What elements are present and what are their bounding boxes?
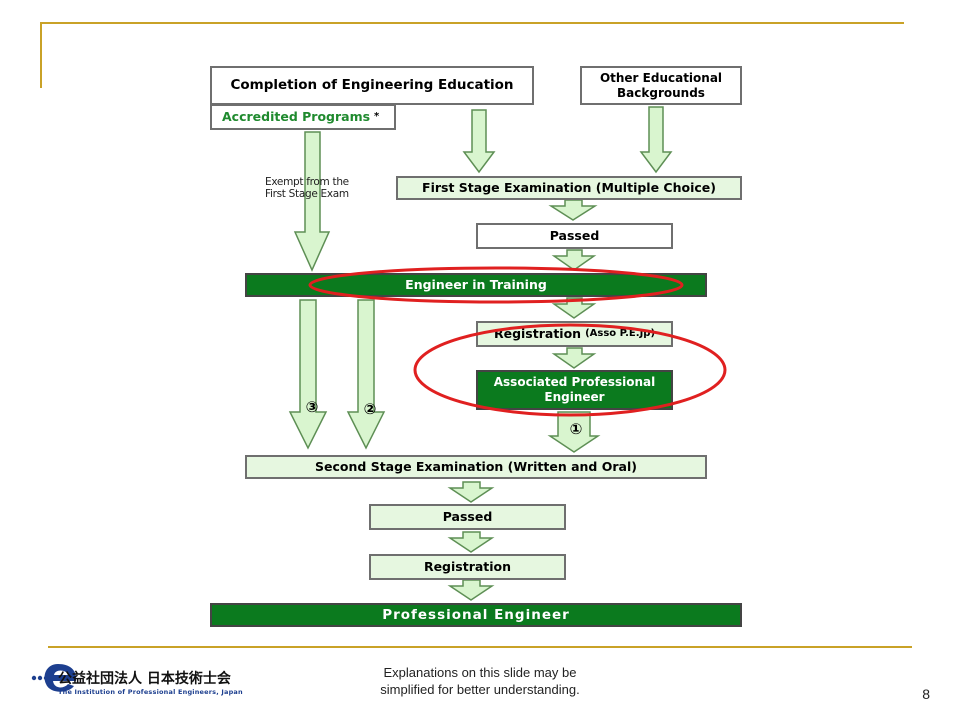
exempt-note: Exempt from the First Stage Exam (265, 176, 349, 200)
professional-engineer-box: Professional Engineer (210, 603, 742, 627)
first-stage-exam-label: First Stage Examination (Multiple Choice… (422, 180, 716, 196)
exempt-note-line1: Exempt from the (265, 176, 349, 188)
other-label-line1: Other Educational (599, 70, 723, 85)
other-backgrounds-box: Other Educational Backgrounds (580, 66, 742, 105)
arrow-completion-to-first-stage (462, 109, 496, 174)
footer-note-line1: Explanations on this slide may be (383, 665, 577, 680)
engineer-in-training-box: Engineer in Training (245, 273, 707, 297)
page-number: 8 (922, 686, 930, 702)
arrow-registration-to-pe (447, 579, 495, 601)
passed-box-2: Passed (369, 504, 566, 530)
ape-label-line1: Associated Professional (493, 375, 656, 389)
arrow-passed-to-eit (551, 249, 597, 271)
accredited-mark: * (374, 110, 380, 122)
frame-left-line (40, 22, 42, 88)
arrow-other-to-first-stage (639, 106, 673, 174)
arrow-first-stage-to-passed (548, 199, 598, 221)
accredited-label: Accredited Programs (222, 109, 371, 125)
passed-label-2: Passed (442, 509, 493, 525)
passed-label-1: Passed (549, 228, 600, 244)
registration-label-2: Registration (423, 559, 512, 575)
registration-asso-label: Registration (493, 326, 582, 342)
registration-asso-suffix: (Asso P.E.Jp) (585, 327, 656, 339)
ape-label-line2: Engineer (544, 390, 605, 404)
footer-note-line2: simplified for better understanding. (380, 682, 580, 697)
associated-professional-engineer-box: Associated Professional Engineer (476, 370, 673, 410)
arrow-registration-to-ape (551, 347, 597, 369)
first-stage-exam-box: First Stage Examination (Multiple Choice… (396, 176, 742, 200)
logo-mark-icon (31, 664, 77, 692)
exempt-note-line2: First Stage Exam (265, 188, 349, 200)
arrow-passed-to-registration (447, 531, 495, 553)
passed-box-1: Passed (476, 223, 673, 249)
institution-logo: 公益社団法人 日本技術士会 The Institution of Profess… (28, 652, 258, 702)
accredited-box: Accredited Programs * (210, 104, 396, 130)
professional-engineer-label: Professional Engineer (382, 606, 570, 623)
completion-label: Completion of Engineering Education (230, 77, 514, 94)
frame-bottom-line (48, 646, 912, 648)
engineer-in-training-label: Engineer in Training (405, 277, 547, 293)
route-2-label: ② (364, 400, 377, 418)
second-stage-exam-label: Second Stage Examination (Written and Or… (315, 459, 637, 475)
route-1-label: ① (570, 420, 583, 438)
footer-note: Explanations on this slide may be simpli… (320, 664, 640, 698)
registration-box-2: Registration (369, 554, 566, 580)
frame-top-line (40, 22, 904, 24)
second-stage-exam-box: Second Stage Examination (Written and Or… (245, 455, 707, 479)
completion-box: Completion of Engineering Education (210, 66, 534, 105)
arrow-second-stage-to-passed (447, 481, 495, 503)
registration-asso-box: Registration (Asso P.E.Jp) (476, 321, 673, 347)
arrow-accredited-to-eit (293, 131, 331, 272)
logo-org-name-en: The Institution of Professional Engineer… (58, 688, 243, 696)
arrow-route-3 (288, 299, 328, 450)
other-label-line2: Backgrounds (617, 85, 705, 100)
arrow-route-2 (346, 299, 386, 450)
arrow-eit-to-registration (551, 297, 597, 319)
route-3-label: ③ (306, 398, 319, 416)
logo-org-name-jp: 公益社団法人 日本技術士会 (58, 671, 231, 687)
